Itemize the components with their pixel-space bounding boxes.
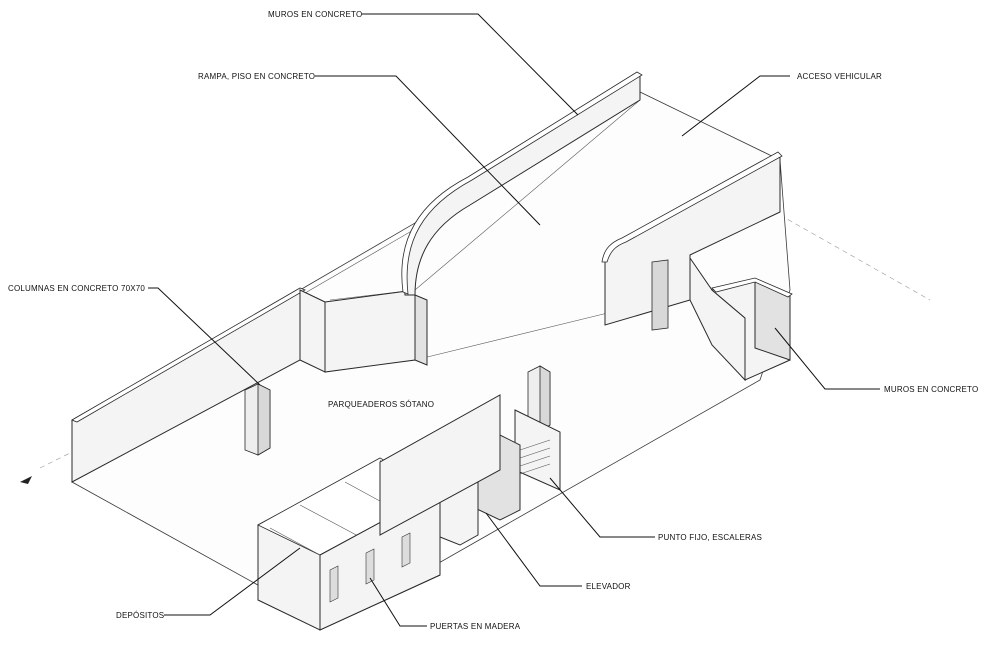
right-room-top bbox=[711, 277, 793, 298]
wood-door bbox=[329, 565, 339, 603]
leader-puertas bbox=[369, 577, 427, 627]
label-rampa: RAMPA, PISO EN CONCRETO bbox=[198, 72, 315, 81]
label-muros-top: MUROS EN CONCRETO bbox=[268, 10, 362, 19]
column-center-side bbox=[539, 365, 551, 433]
label-parqueaderos: PARQUEADEROS SÓTANO bbox=[328, 400, 434, 409]
leader-depositos bbox=[164, 547, 301, 616]
access-wall-top bbox=[601, 151, 783, 263]
wood-door bbox=[401, 532, 411, 568]
ramp-low-wall bbox=[324, 289, 416, 373]
north-arrow-icon bbox=[20, 476, 32, 484]
left-wall-return bbox=[299, 289, 326, 373]
ramp-edge bbox=[414, 309, 621, 361]
label-acceso: ACCESO VEHICULAR bbox=[797, 72, 882, 81]
leader-punto-fijo bbox=[549, 477, 655, 538]
stair-steps bbox=[519, 439, 551, 475]
ramp-wall-end bbox=[414, 294, 428, 366]
storage-back-wall bbox=[379, 394, 501, 536]
construction-line bbox=[39, 451, 73, 469]
label-depositos: DEPÓSITOS bbox=[116, 611, 164, 620]
column-access bbox=[651, 259, 669, 331]
construction-line bbox=[779, 214, 931, 301]
leader-elevador bbox=[485, 512, 582, 587]
leader-rampa bbox=[315, 75, 541, 226]
leader-muros-right bbox=[774, 327, 880, 390]
wood-door bbox=[365, 548, 375, 585]
column-left-side bbox=[257, 383, 271, 456]
left-wall-top bbox=[71, 287, 306, 423]
curved-wall-top bbox=[401, 71, 643, 295]
label-muros-right: MUROS EN CONCRETO bbox=[884, 385, 978, 394]
label-punto-fijo: PUNTO FIJO, ESCALERAS bbox=[658, 533, 762, 542]
label-columnas: COLUMNAS EN CONCRETO 70X70 bbox=[8, 284, 145, 293]
leader-columnas bbox=[148, 287, 261, 386]
leader-acceso bbox=[681, 75, 790, 137]
label-puertas: PUERTAS EN MADERA bbox=[430, 622, 521, 631]
label-elevador: ELEVADOR bbox=[586, 582, 631, 591]
leader-muros-top bbox=[362, 13, 579, 116]
